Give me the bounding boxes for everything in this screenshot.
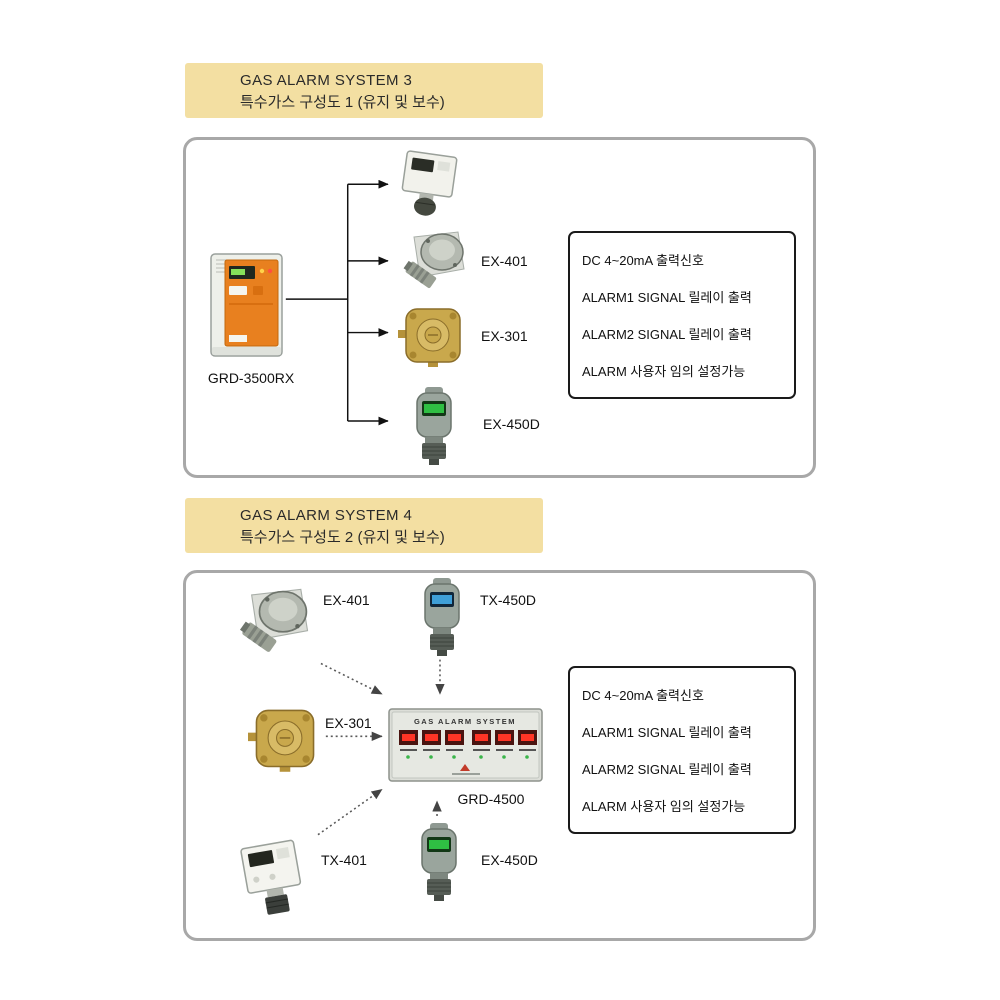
- white-transmitter-sensor-image: [393, 150, 465, 220]
- ex-450d-sensor-image: [405, 387, 463, 465]
- grd-4500-label: GRD-4500: [457, 791, 525, 807]
- section2-subtitle: 특수가스 구성도 2 (유지 및 보수): [240, 529, 445, 546]
- section1-title: GAS ALARM SYSTEM 3: [240, 72, 413, 89]
- section2-info-box: DC 4~20mA 출력신호 ALARM1 SIGNAL 릴레이 출력 ALAR…: [568, 666, 796, 834]
- ex-301-label: EX-301: [325, 715, 372, 731]
- info-line: DC 4~20mA 출력신호: [582, 253, 704, 268]
- section2-title: GAS ALARM SYSTEM 4: [240, 507, 413, 524]
- section1-header: GAS ALARM SYSTEM 3 특수가스 구성도 1 (유지 및 보수): [185, 63, 543, 118]
- section2-header: GAS ALARM SYSTEM 4 특수가스 구성도 2 (유지 및 보수): [185, 498, 543, 553]
- ex-401-sensor-image: [398, 229, 470, 297]
- tx-450d-label: TX-450D: [480, 592, 537, 608]
- ex-450d-label: EX-450D: [483, 416, 540, 432]
- section1-diagram-box: GRD-3500RX EX-401 EX-301 EX-450D DC 4~20…: [183, 137, 816, 478]
- ex-401-label: EX-401: [481, 253, 528, 269]
- ex-301-sensor-image: [398, 304, 468, 368]
- section1-info-box: DC 4~20mA 출력신호 ALARM1 SIGNAL 릴레이 출력 ALAR…: [568, 231, 796, 399]
- ex-301-sensor-image: [248, 705, 322, 773]
- info-line: ALARM1 SIGNAL 릴레이 출력: [582, 290, 752, 305]
- grd-4500-panel-image: [388, 701, 543, 787]
- tx-401-label: TX-401: [321, 852, 367, 868]
- grd-3500rx-controller-image: [208, 248, 285, 361]
- section2-diagram-box: EX-401 TX-450D EX-301 GRD-4500 TX-401 EX…: [183, 570, 816, 941]
- ex-450d-label: EX-450D: [481, 852, 538, 868]
- ex-401-sensor-image: [231, 586, 317, 662]
- grd-3500rx-label: GRD-3500RX: [207, 370, 295, 386]
- info-line: DC 4~20mA 출력신호: [582, 688, 704, 703]
- section1-subtitle: 특수가스 구성도 1 (유지 및 보수): [240, 94, 445, 111]
- ex-450d-sensor-image: [410, 823, 468, 901]
- tx-401-sensor-image: [232, 836, 312, 924]
- info-line: ALARM 사용자 임의 설정가능: [582, 799, 746, 814]
- info-line: ALARM 사용자 임의 설정가능: [582, 364, 746, 379]
- info-line: ALARM2 SIGNAL 릴레이 출력: [582, 327, 752, 342]
- ex-301-label: EX-301: [481, 328, 528, 344]
- ex-401-label: EX-401: [323, 592, 370, 608]
- tx-450d-sensor-image: [413, 578, 471, 656]
- info-line: ALARM1 SIGNAL 릴레이 출력: [582, 725, 752, 740]
- info-line: ALARM2 SIGNAL 릴레이 출력: [582, 762, 752, 777]
